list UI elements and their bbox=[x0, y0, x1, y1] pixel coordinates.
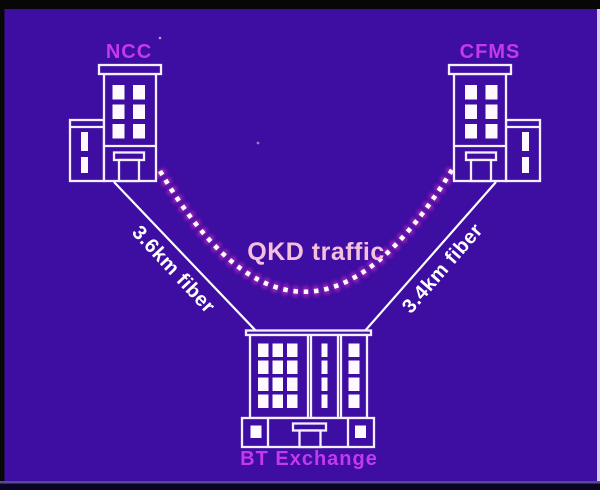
window bbox=[258, 394, 269, 408]
window bbox=[258, 377, 269, 391]
ncc-door bbox=[117, 158, 141, 183]
cfms-building bbox=[447, 63, 542, 183]
window bbox=[258, 360, 269, 374]
speck bbox=[256, 141, 260, 145]
window bbox=[321, 360, 328, 374]
window bbox=[133, 104, 145, 119]
ncc-annex bbox=[68, 118, 106, 183]
window bbox=[522, 157, 529, 173]
window bbox=[287, 360, 298, 374]
bt-exchange-building bbox=[240, 329, 376, 449]
window bbox=[355, 425, 366, 438]
fiber-line-left bbox=[113, 181, 259, 334]
frame-right bbox=[597, 9, 600, 482]
window bbox=[112, 124, 125, 139]
bt-exchange-label: BT Exchange bbox=[240, 448, 378, 470]
window bbox=[272, 377, 283, 391]
window bbox=[465, 124, 477, 139]
cfms-label: CFMS bbox=[460, 41, 521, 63]
window bbox=[112, 104, 125, 119]
window bbox=[287, 343, 298, 357]
window bbox=[258, 343, 269, 357]
window bbox=[287, 394, 298, 408]
frame-bottom-line bbox=[0, 481, 600, 484]
window bbox=[348, 377, 360, 391]
window bbox=[522, 132, 529, 151]
window bbox=[348, 343, 360, 357]
window bbox=[133, 124, 145, 139]
ncc-label: NCC bbox=[106, 41, 152, 63]
qkd-curve-dots bbox=[158, 168, 454, 295]
speck bbox=[158, 36, 162, 40]
cfms-door bbox=[469, 158, 493, 183]
fiber-line-right bbox=[362, 181, 497, 334]
window bbox=[81, 157, 88, 173]
window bbox=[133, 85, 145, 100]
window bbox=[321, 377, 328, 391]
window bbox=[465, 85, 477, 100]
window bbox=[112, 85, 125, 100]
bt-door bbox=[298, 429, 322, 449]
qkd-traffic-label: QKD traffic bbox=[247, 238, 384, 266]
frame-top bbox=[0, 0, 600, 9]
window bbox=[250, 425, 262, 438]
window bbox=[287, 377, 298, 391]
window bbox=[321, 394, 328, 408]
window bbox=[485, 104, 498, 119]
frame-left bbox=[0, 0, 5, 490]
cfms-roof bbox=[447, 63, 513, 76]
frame-bottom bbox=[0, 483, 600, 490]
window bbox=[272, 394, 283, 408]
window bbox=[272, 343, 283, 357]
window bbox=[272, 360, 283, 374]
ncc-roof bbox=[97, 63, 163, 76]
window bbox=[465, 104, 477, 119]
window bbox=[485, 124, 498, 139]
window bbox=[348, 394, 360, 408]
window bbox=[348, 360, 360, 374]
window bbox=[485, 85, 498, 100]
ncc-building bbox=[68, 63, 163, 183]
window bbox=[81, 132, 88, 151]
window bbox=[321, 343, 328, 357]
